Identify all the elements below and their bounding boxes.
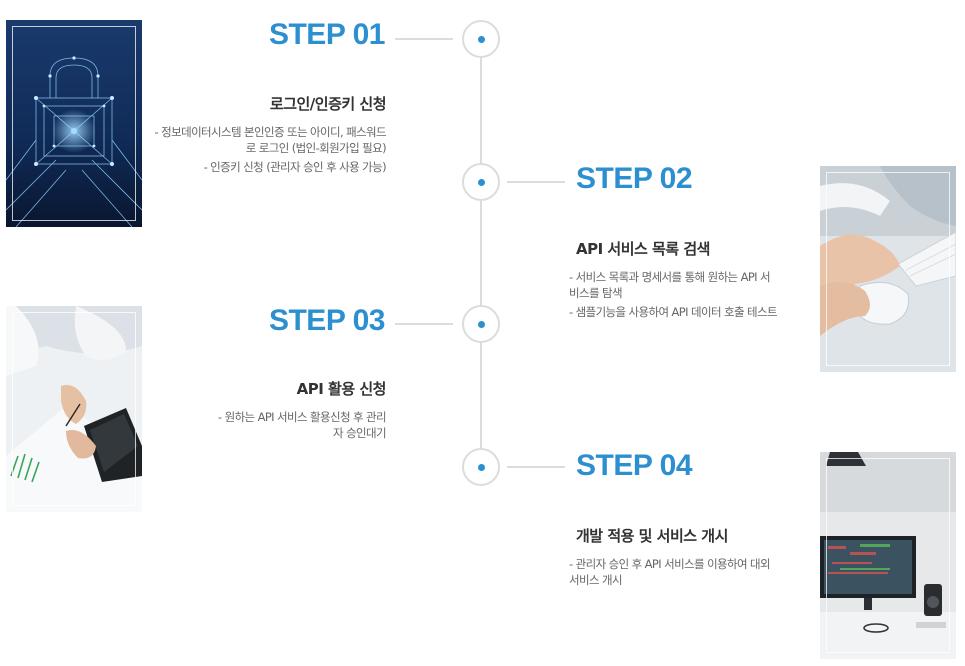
- step-02-description: - 서비스 목록과 명세서를 통해 원하는 API 서비스를 탐색 - 샘플기능…: [569, 269, 779, 320]
- step-01-block: 로그인/인증키 신청 - 정보데이터시스템 본인인증 또는 아이디, 패스워드로…: [146, 93, 387, 178]
- step-04-description: - 관리자 승인 후 API 서비스를 이용하여 대외 서비스 개시: [569, 556, 779, 588]
- step-01-title: 로그인/인증키 신청: [269, 95, 387, 113]
- step-03-item: - 원하는 API 서비스 활용신청 후 관리자 승인대기: [217, 410, 387, 440]
- step-02-label: STEP 02: [576, 162, 693, 195]
- step-01-connector: [395, 38, 453, 40]
- step-04-connector: [507, 466, 565, 468]
- step-03-block: API 활용 신청 - 원하는 API 서비스 활용신청 후 관리자 승인대기: [146, 378, 387, 444]
- step-02-marker: [462, 163, 500, 201]
- timeline-line: [480, 40, 482, 468]
- step-01-description: - 정보데이터시스템 본인인증 또는 아이디, 패스워드로 로그인 (법인-회원…: [146, 124, 387, 175]
- step-02-block: API 서비스 목록 검색 - 서비스 목록과 명세서를 통해 원하는 API …: [569, 238, 779, 323]
- tablet-writing-photo: [6, 306, 142, 512]
- hand-on-mouse-photo: [820, 166, 956, 372]
- step-01-item: - 인증키 신청 (관리자 승인 후 사용 가능): [203, 160, 387, 174]
- step-01-item: - 정보데이터시스템 본인인증 또는 아이디, 패스워드로 로그인 (법인-회원…: [154, 125, 387, 155]
- step-02-item: - 샘플기능을 사용하여 API 데이터 호출 테스트: [569, 305, 778, 319]
- desk-monitor-photo: [820, 452, 956, 659]
- step-04-marker: [462, 448, 500, 486]
- step-04-item: - 관리자 승인 후 API 서비스를 이용하여 대외 서비스 개시: [569, 557, 771, 587]
- step-04-title: 개발 적용 및 서비스 개시: [576, 527, 728, 545]
- step-03-marker: [462, 305, 500, 343]
- step-03-label: STEP 03: [268, 304, 386, 337]
- step-02-item: - 서비스 목록과 명세서를 통해 원하는 API 서비스를 탐색: [569, 270, 771, 300]
- step-01-label: STEP 01: [268, 18, 386, 51]
- step-01-marker: [462, 20, 500, 58]
- step-03-connector: [395, 323, 453, 325]
- step-03-title: API 활용 신청: [296, 380, 387, 398]
- step-02-title: API 서비스 목록 검색: [576, 240, 710, 258]
- step-03-description: - 원하는 API 서비스 활용신청 후 관리자 승인대기: [146, 409, 387, 441]
- security-lock-photo: [6, 20, 142, 227]
- step-02-connector: [507, 181, 565, 183]
- step-04-label: STEP 04: [576, 449, 693, 482]
- step-04-block: 개발 적용 및 서비스 개시 - 관리자 승인 후 API 서비스를 이용하여 …: [569, 525, 779, 591]
